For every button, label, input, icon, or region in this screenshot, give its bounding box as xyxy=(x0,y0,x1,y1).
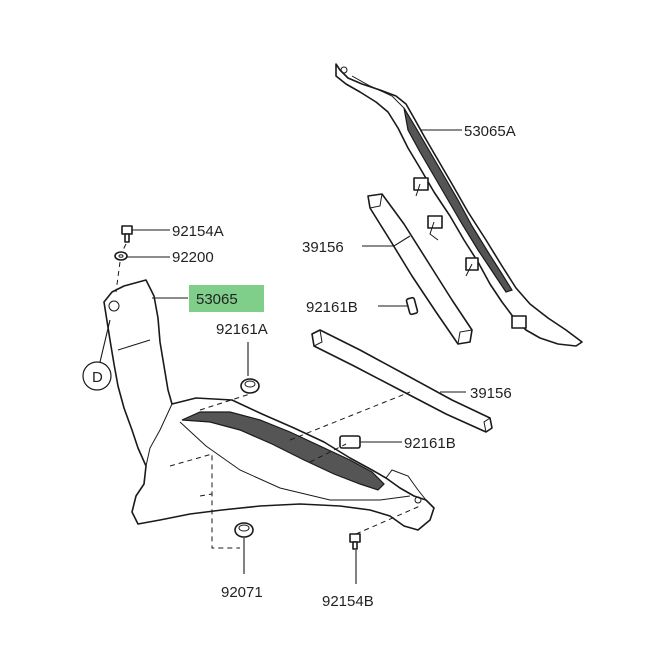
ref-circle-D xyxy=(82,361,112,391)
leader-lines xyxy=(99,129,466,584)
label-92161B-top: 92161B xyxy=(306,299,358,316)
assembly-lines xyxy=(115,243,421,549)
strip-39156-mid xyxy=(311,329,493,433)
panel-53065A xyxy=(335,63,583,347)
label-53065: 53065 xyxy=(196,291,238,308)
label-92154A: 92154A xyxy=(172,223,224,240)
label-92154B: 92154B xyxy=(322,593,374,610)
ref-label-D: D xyxy=(92,369,103,386)
cover-53065 xyxy=(103,279,435,531)
bolt-92154B xyxy=(349,533,361,550)
label-39156-mid: 39156 xyxy=(470,385,512,402)
label-39156-top: 39156 xyxy=(302,239,344,256)
label-92161A: 92161A xyxy=(216,321,268,338)
grommet-92071 xyxy=(234,522,254,538)
washer-92200 xyxy=(114,251,128,261)
label-53065A: 53065A xyxy=(464,123,516,140)
label-92200: 92200 xyxy=(172,249,214,266)
pin-92161B-mid xyxy=(339,435,361,449)
pin-92161B-top xyxy=(405,296,419,316)
label-92071: 92071 xyxy=(221,584,263,601)
strip-39156-top xyxy=(367,193,473,345)
label-92161B-mid: 92161B xyxy=(404,435,456,452)
highlight-53065 xyxy=(189,285,264,312)
grommet-92161A xyxy=(240,378,260,394)
bolt-92154A xyxy=(121,225,133,243)
